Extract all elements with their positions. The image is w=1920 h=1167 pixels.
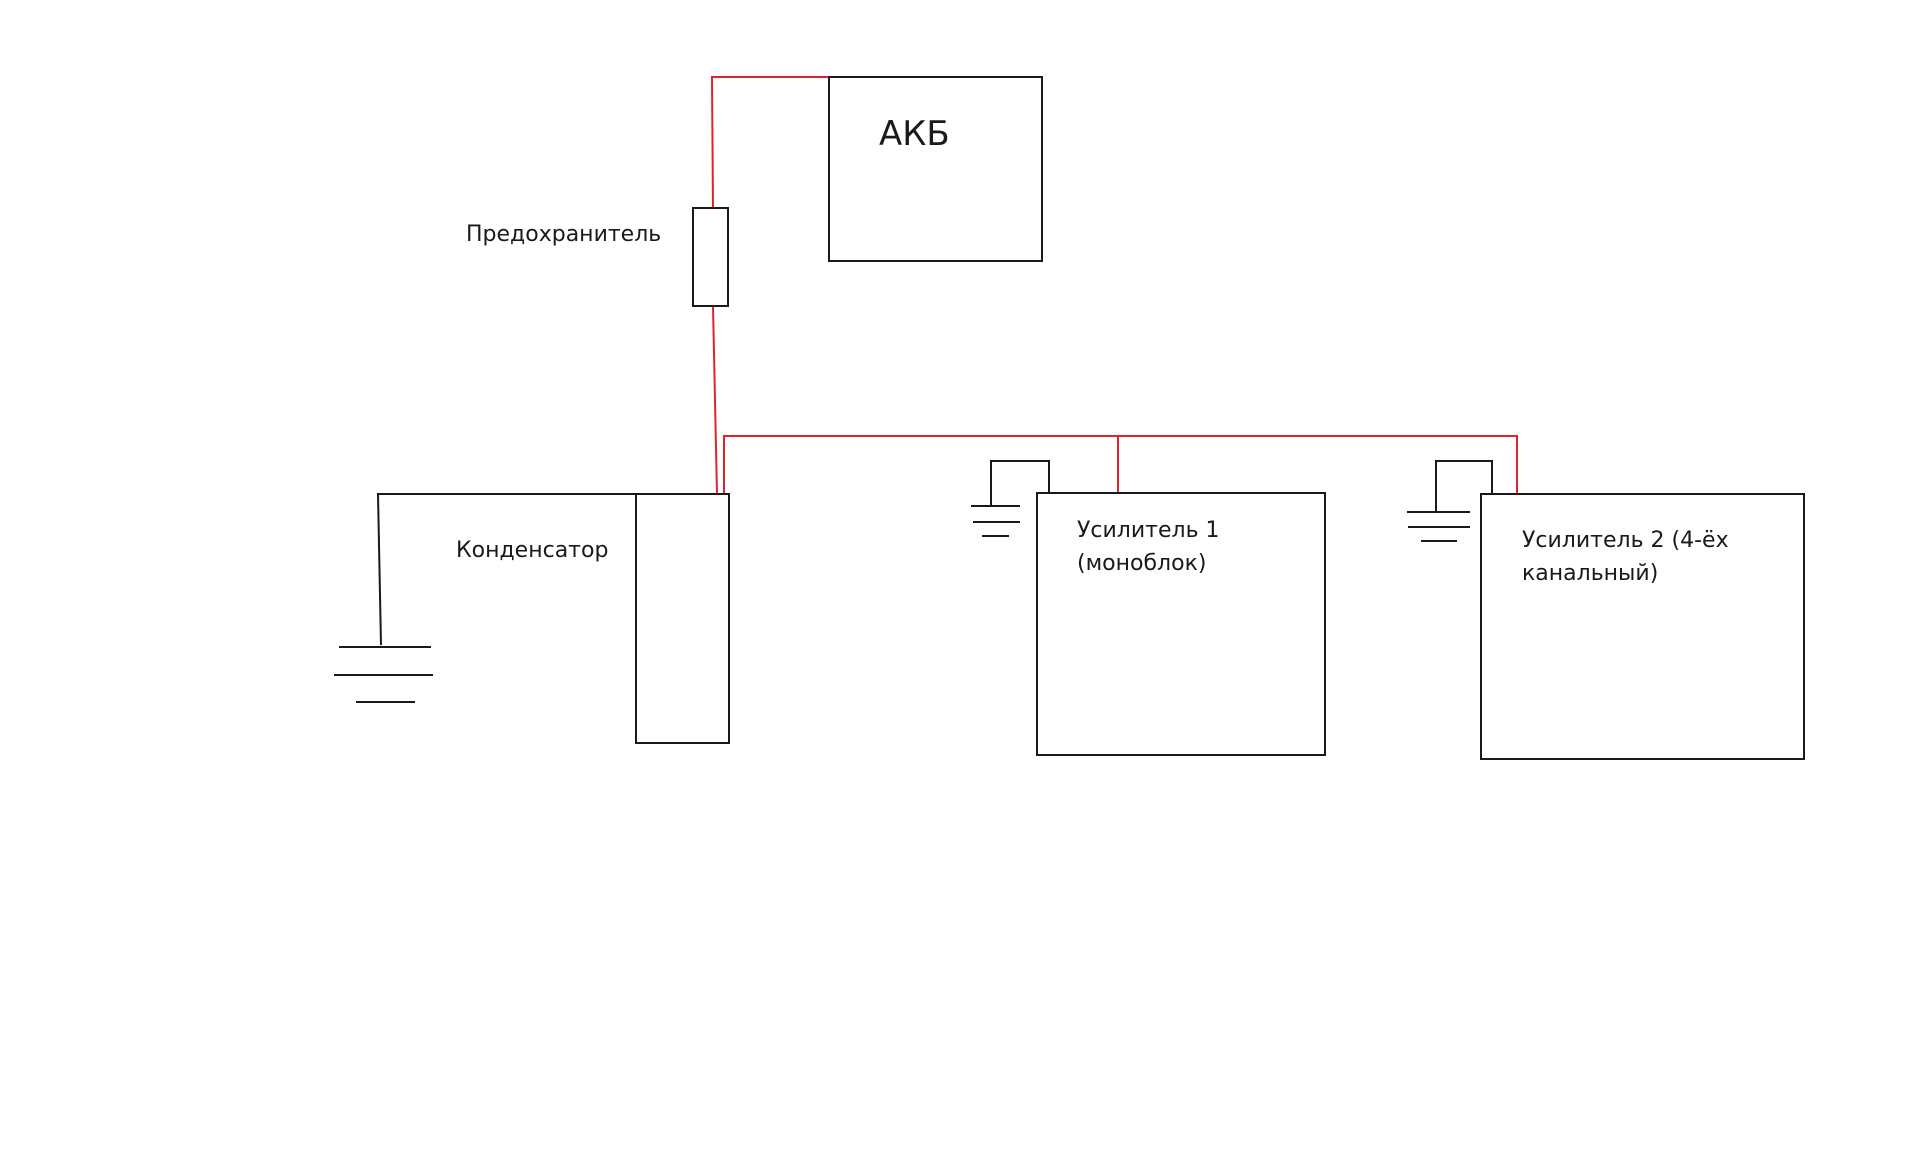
wire-fuse-to-capacitor xyxy=(712,305,718,495)
amplifier-2-label-line1: Усилитель 2 (4-ёх xyxy=(1522,528,1729,553)
fuse-label: Предохранитель xyxy=(466,222,661,247)
wire-capacitor-ground xyxy=(376,493,636,646)
wire-amp2-ground xyxy=(1435,460,1493,511)
capacitor-label: Конденсатор xyxy=(456,538,608,563)
battery-box xyxy=(828,76,1043,262)
positive-wiring xyxy=(710,76,1518,495)
amplifier-1-ground xyxy=(971,460,1050,537)
amplifier-1-box xyxy=(1036,492,1326,756)
wire-amp1-ground xyxy=(990,460,1050,505)
amplifier-2-label: Усилитель 2 (4-ёх канальный) xyxy=(1522,528,1736,586)
amplifier-1-label: Усилитель 1 (моноблок) xyxy=(1077,518,1227,576)
battery-label: АКБ xyxy=(879,114,950,154)
amplifier-1-label-line2: (моноблок) xyxy=(1077,551,1206,576)
capacitor-box xyxy=(635,493,730,744)
wire-power-bus xyxy=(723,435,1518,494)
amplifier-2-label-line2: канальный) xyxy=(1522,561,1658,586)
amplifier-2-ground xyxy=(1407,460,1493,542)
fuse-box xyxy=(692,207,729,307)
wire-battery-to-fuse xyxy=(710,76,828,209)
amplifier-1-label-line1: Усилитель 1 xyxy=(1077,518,1220,543)
capacitor-ground xyxy=(334,493,636,703)
amplifier-2-box xyxy=(1480,493,1805,760)
